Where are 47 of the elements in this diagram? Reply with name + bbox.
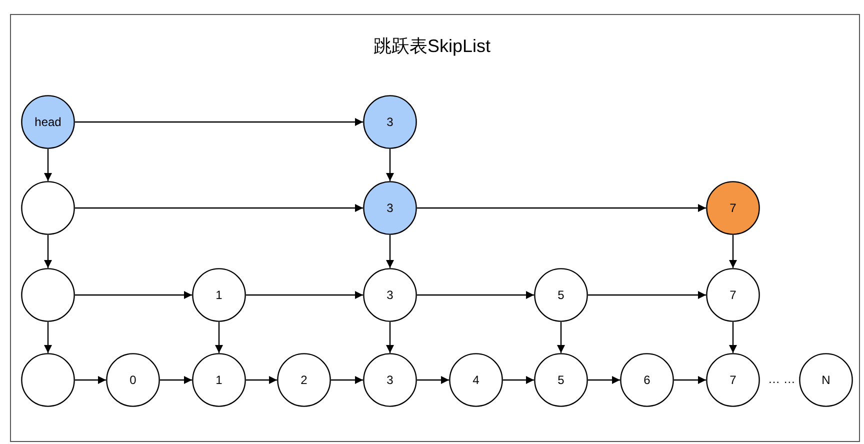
arrow [503, 376, 534, 384]
list-node: 7 [706, 181, 760, 235]
arrow [557, 322, 565, 353]
ellipsis-text: … … [768, 372, 796, 386]
arrow [729, 322, 737, 353]
arrow [44, 149, 52, 181]
arrow [246, 376, 277, 384]
arrow [215, 322, 223, 353]
arrow [160, 376, 192, 384]
arrow [246, 291, 363, 299]
list-node: 3 [363, 95, 417, 149]
arrow [417, 376, 449, 384]
list-node: 4 [449, 353, 503, 407]
list-node: 0 [106, 353, 160, 407]
list-node: 7 [706, 268, 760, 322]
arrow [75, 291, 192, 299]
arrow [44, 235, 52, 268]
arrow [75, 376, 106, 384]
title: 跳跃表SkipList [372, 35, 492, 58]
arrow [417, 204, 706, 212]
arrow [75, 118, 363, 126]
arrow [588, 376, 620, 384]
list-node: 1 [192, 268, 246, 322]
list-node: 1 [192, 353, 246, 407]
list-node [21, 353, 75, 407]
list-node: N [799, 353, 853, 407]
arrow [44, 322, 52, 353]
arrow [417, 291, 534, 299]
list-node: 3 [363, 181, 417, 235]
list-node: 5 [534, 353, 588, 407]
arrow [331, 376, 363, 384]
list-node: head [21, 95, 75, 149]
arrow [386, 322, 394, 353]
list-node [21, 268, 75, 322]
arrow [588, 291, 706, 299]
arrow [386, 149, 394, 181]
list-node: 7 [706, 353, 760, 407]
list-node [21, 181, 75, 235]
arrow [75, 204, 363, 212]
list-node: 3 [363, 268, 417, 322]
list-node: 2 [277, 353, 331, 407]
list-node: 5 [534, 268, 588, 322]
arrow [674, 376, 706, 384]
arrow [729, 235, 737, 268]
arrow [386, 235, 394, 268]
list-node: 6 [620, 353, 674, 407]
list-node: 3 [363, 353, 417, 407]
